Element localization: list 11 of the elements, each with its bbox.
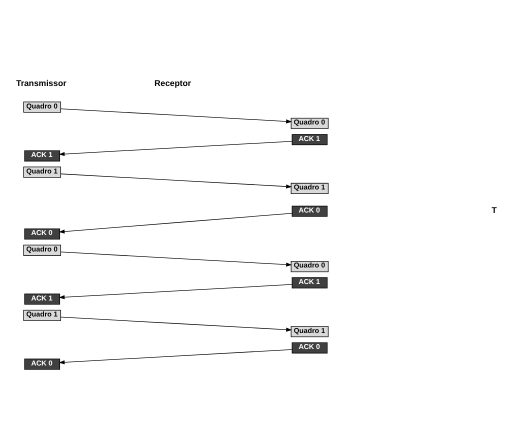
arrow	[60, 108, 292, 123]
label: Receptor	[154, 77, 192, 88]
arrow	[58, 140, 292, 156]
label: T	[492, 204, 497, 214]
label: Transmissor	[16, 77, 66, 88]
arrow	[60, 173, 292, 188]
arrow	[58, 284, 292, 299]
arrow	[60, 316, 292, 332]
arrow	[58, 348, 292, 364]
arrow	[60, 251, 292, 266]
arrow	[58, 212, 292, 234]
